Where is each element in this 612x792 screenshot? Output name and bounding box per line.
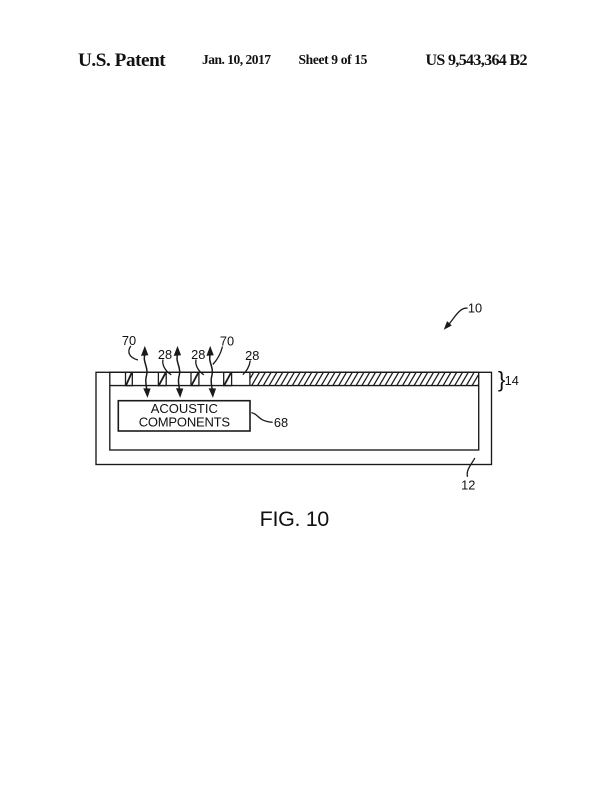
svg-text:ACOUSTIC: ACOUSTIC [151, 401, 218, 416]
svg-text:70: 70 [220, 334, 234, 349]
svg-text:}: } [498, 367, 506, 392]
svg-text:28: 28 [245, 348, 259, 363]
svg-text:28: 28 [191, 347, 205, 362]
svg-text:COMPONENTS: COMPONENTS [139, 414, 231, 429]
svg-text:28: 28 [158, 347, 172, 362]
svg-text:12: 12 [461, 478, 475, 493]
svg-text:68: 68 [274, 415, 288, 430]
svg-text:10: 10 [468, 300, 482, 315]
svg-text:FIG. 10: FIG. 10 [260, 507, 330, 531]
svg-text:70: 70 [122, 333, 136, 348]
svg-text:14: 14 [505, 373, 519, 388]
